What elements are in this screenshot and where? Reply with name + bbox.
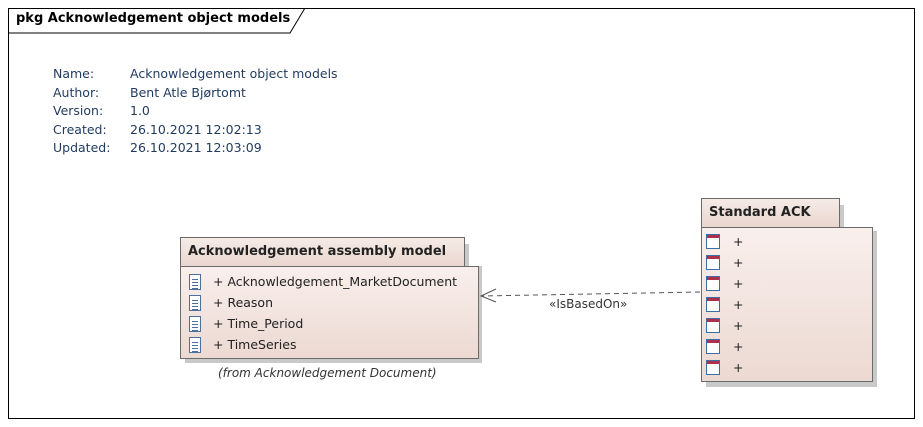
meta-row-name: Name: Acknowledgement object models <box>53 65 338 84</box>
table-icon <box>706 339 720 354</box>
assembly-package-shadow <box>465 244 469 270</box>
meta-value: Bent Atle Bjørtomt <box>130 84 246 100</box>
table-icon <box>706 318 720 333</box>
package-item[interactable]: + <box>733 360 744 375</box>
meta-key: Name: <box>53 66 95 81</box>
frame-title-tab <box>8 8 306 34</box>
meta-row-created: Created: 26.10.2021 12:02:13 <box>53 121 338 140</box>
package-item[interactable]: + TimeSeries <box>213 337 297 352</box>
package-item[interactable]: + Acknowledgement_MarketDocument <box>213 274 458 289</box>
meta-key: Author: <box>53 84 100 100</box>
assembly-package-body <box>180 266 479 359</box>
diagram-frame <box>8 8 915 419</box>
meta-row-author: Author: Bent Atle Bjørtomt <box>53 84 338 103</box>
standard-ack-package[interactable]: Standard ACK + + + + + + + <box>701 198 873 382</box>
class-icon <box>189 337 201 353</box>
meta-key: Updated: <box>53 140 111 155</box>
class-icon <box>189 295 201 311</box>
meta-row-version: Version: 1.0 <box>53 102 338 121</box>
package-item[interactable]: + <box>733 318 744 333</box>
meta-value: 1.0 <box>130 103 150 118</box>
meta-value: Acknowledgement object models <box>130 66 338 81</box>
diagram-metadata: Name: Acknowledgement object models Autho… <box>53 65 338 158</box>
meta-row-updated: Updated: 26.10.2021 12:03:09 <box>53 139 338 158</box>
class-icon <box>189 274 201 290</box>
dependency-label: «IsBasedOn» <box>549 297 628 311</box>
standard-ack-package-body <box>701 227 873 382</box>
package-item[interactable]: + <box>733 255 744 270</box>
package-item[interactable]: + Reason <box>213 295 274 310</box>
package-item[interactable]: + <box>733 234 744 249</box>
package-item[interactable]: + <box>733 339 744 354</box>
class-icon <box>189 316 201 332</box>
standard-ack-package-tab: Standard ACK <box>701 198 840 227</box>
table-icon <box>706 276 720 291</box>
package-item[interactable]: + Time_Period <box>213 316 304 331</box>
meta-key: Created: <box>53 121 107 137</box>
package-item[interactable]: + <box>733 297 744 312</box>
from-note: (from Acknowledgement Document) <box>218 366 437 380</box>
assembly-package[interactable]: Acknowledgement assembly model + Acknowl… <box>180 237 479 359</box>
meta-value: 26.10.2021 12:03:09 <box>130 140 262 155</box>
table-icon <box>706 234 720 249</box>
assembly-package-tab: Acknowledgement assembly model <box>180 237 465 266</box>
package-item[interactable]: + <box>733 276 744 291</box>
standard-package-shadow <box>840 205 844 231</box>
meta-key: Version: <box>53 103 104 118</box>
table-icon <box>706 297 720 312</box>
table-icon <box>706 255 720 270</box>
frame-title: pkg Acknowledgement object models <box>16 11 291 26</box>
table-icon <box>706 360 720 375</box>
meta-value: 26.10.2021 12:02:13 <box>130 121 262 137</box>
